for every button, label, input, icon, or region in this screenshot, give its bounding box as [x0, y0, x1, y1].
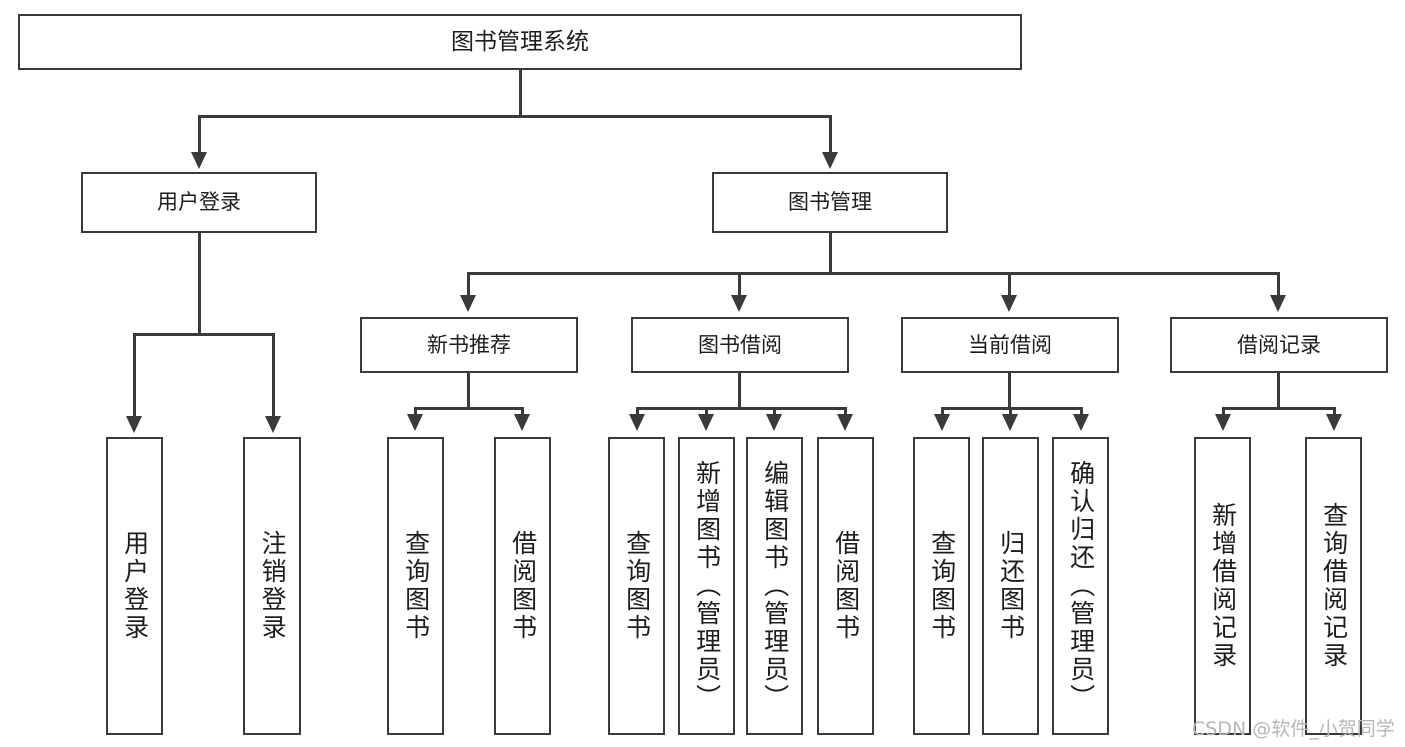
- node-current-borrow[interactable]: 当前借阅: [901, 317, 1119, 373]
- connector-level2-bus: [198, 115, 832, 118]
- connector-current-borrow-stem: [1008, 373, 1011, 407]
- leaf-user-login[interactable]: 用户登录: [106, 437, 163, 735]
- arrow-down-icon-leaf-borrow-book-1: [514, 414, 530, 431]
- arrow-down-icon-leaf-confirm-return: [1073, 414, 1089, 431]
- connector-drop-leaf-add-book: [705, 407, 708, 416]
- node-borrow-record-label: 借阅记录: [1237, 332, 1321, 357]
- leaf-query-book-1-label: 查询图书: [401, 530, 431, 642]
- connector-drop-leaf-borrow-book-2: [844, 407, 847, 416]
- node-new-book-rec[interactable]: 新书推荐: [360, 317, 578, 373]
- arrow-down-icon-leaf-edit-book: [766, 414, 782, 431]
- connector-drop-user-login: [198, 115, 201, 153]
- arrow-down-icon-book-borrow: [731, 295, 747, 312]
- connector-borrow-record-stem: [1277, 373, 1280, 407]
- connector-drop-leaf-query-book-3: [941, 407, 944, 416]
- arrow-down-icon-leaf-query-book-1: [407, 414, 423, 431]
- connector-user-login-stem: [198, 233, 201, 333]
- leaf-user-login-label: 用户登录: [120, 530, 150, 642]
- leaf-borrow-book-2-label: 借阅图书: [831, 530, 861, 642]
- arrow-down-icon-leaf-user-login: [126, 416, 142, 433]
- node-book-manage-label: 图书管理: [788, 190, 872, 215]
- arrow-down-icon-leaf-logout: [265, 416, 281, 433]
- arrow-down-icon-book-manage: [822, 152, 838, 169]
- connector-borrow-record-bus: [1222, 407, 1336, 410]
- arrow-down-icon-leaf-return-book: [1002, 414, 1018, 431]
- connector-drop-leaf-query-book-1: [414, 407, 417, 416]
- connector-root-stem: [519, 70, 522, 115]
- connector-drop-borrow-record: [1277, 272, 1280, 296]
- leaf-add-book[interactable]: 新增图书（管理员）: [678, 437, 735, 735]
- leaf-query-record-label: 查询借阅记录: [1319, 502, 1349, 670]
- connector-new-book-rec-stem: [467, 373, 470, 407]
- arrow-down-icon-leaf-add-record: [1215, 414, 1231, 431]
- connector-drop-leaf-logout: [272, 333, 275, 417]
- connector-drop-leaf-user-login: [133, 333, 136, 417]
- connector-drop-current-borrow: [1008, 272, 1011, 296]
- node-book-borrow-label: 图书借阅: [698, 332, 782, 357]
- node-current-borrow-label: 当前借阅: [968, 332, 1052, 357]
- leaf-query-book-3[interactable]: 查询图书: [913, 437, 970, 735]
- connector-new-book-rec-bus: [414, 407, 524, 410]
- connector-book-borrow-stem: [738, 373, 741, 407]
- leaf-edit-book-label: 编辑图书（管理员）: [760, 460, 790, 712]
- connector-drop-leaf-query-book-2: [636, 407, 639, 416]
- connector-drop-leaf-add-record: [1222, 407, 1225, 416]
- node-user-login-label: 用户登录: [157, 190, 241, 215]
- connector-drop-leaf-return-book: [1009, 407, 1012, 416]
- node-new-book-rec-label: 新书推荐: [427, 332, 511, 357]
- connector-book-borrow-bus: [636, 407, 847, 410]
- connector-current-borrow-bus: [941, 407, 1083, 410]
- leaf-logout-label: 注销登录: [258, 530, 288, 642]
- leaf-add-book-label: 新增图书（管理员）: [692, 460, 722, 712]
- leaf-query-book-3-label: 查询图书: [927, 530, 957, 642]
- connector-level3-bus: [467, 272, 1279, 275]
- leaf-query-book-2-label: 查询图书: [622, 530, 652, 642]
- arrow-down-icon-borrow-record: [1270, 295, 1286, 312]
- node-book-borrow[interactable]: 图书借阅: [631, 317, 849, 373]
- arrow-down-icon-current-borrow: [1001, 295, 1017, 312]
- node-borrow-record[interactable]: 借阅记录: [1170, 317, 1388, 373]
- csdn-watermark: CSDN @软件_小贺同学: [1192, 718, 1395, 740]
- leaf-query-book-1[interactable]: 查询图书: [387, 437, 444, 735]
- arrow-down-icon-new-book-rec: [460, 295, 476, 312]
- arrow-down-icon-leaf-query-book-3: [934, 414, 950, 431]
- leaf-query-book-2[interactable]: 查询图书: [608, 437, 665, 735]
- leaf-query-record[interactable]: 查询借阅记录: [1305, 437, 1362, 735]
- connector-drop-leaf-confirm-return: [1080, 407, 1083, 416]
- leaf-return-book-label: 归还图书: [996, 530, 1026, 642]
- connector-drop-leaf-query-record: [1333, 407, 1336, 416]
- node-root-label: 图书管理系统: [451, 28, 589, 55]
- node-book-manage[interactable]: 图书管理: [712, 172, 948, 233]
- node-user-login[interactable]: 用户登录: [81, 172, 317, 233]
- arrow-down-icon-leaf-query-book-2: [629, 414, 645, 431]
- leaf-confirm-return-label: 确认归还（管理员）: [1066, 460, 1096, 712]
- leaf-edit-book[interactable]: 编辑图书（管理员）: [746, 437, 803, 735]
- connector-user-login-bus: [133, 333, 275, 336]
- leaf-borrow-book-1-label: 借阅图书: [508, 530, 538, 642]
- connector-drop-leaf-edit-book: [773, 407, 776, 416]
- connector-drop-book-manage: [829, 115, 832, 153]
- connector-drop-new-book-rec: [467, 272, 470, 296]
- leaf-confirm-return[interactable]: 确认归还（管理员）: [1052, 437, 1109, 735]
- arrow-down-icon-leaf-add-book: [698, 414, 714, 431]
- leaf-add-record[interactable]: 新增借阅记录: [1194, 437, 1251, 735]
- arrow-down-icon-leaf-borrow-book-2: [837, 414, 853, 431]
- leaf-return-book[interactable]: 归还图书: [982, 437, 1039, 735]
- arrow-down-icon-user-login: [191, 152, 207, 169]
- connector-drop-leaf-borrow-book-1: [521, 407, 524, 416]
- connector-book-manage-stem: [829, 233, 832, 272]
- leaf-borrow-book-1[interactable]: 借阅图书: [494, 437, 551, 735]
- connector-drop-book-borrow: [738, 272, 741, 296]
- leaf-borrow-book-2[interactable]: 借阅图书: [817, 437, 874, 735]
- arrow-down-icon-leaf-query-record: [1326, 414, 1342, 431]
- node-root[interactable]: 图书管理系统: [18, 14, 1022, 70]
- leaf-logout[interactable]: 注销登录: [243, 437, 301, 735]
- leaf-add-record-label: 新增借阅记录: [1208, 502, 1238, 670]
